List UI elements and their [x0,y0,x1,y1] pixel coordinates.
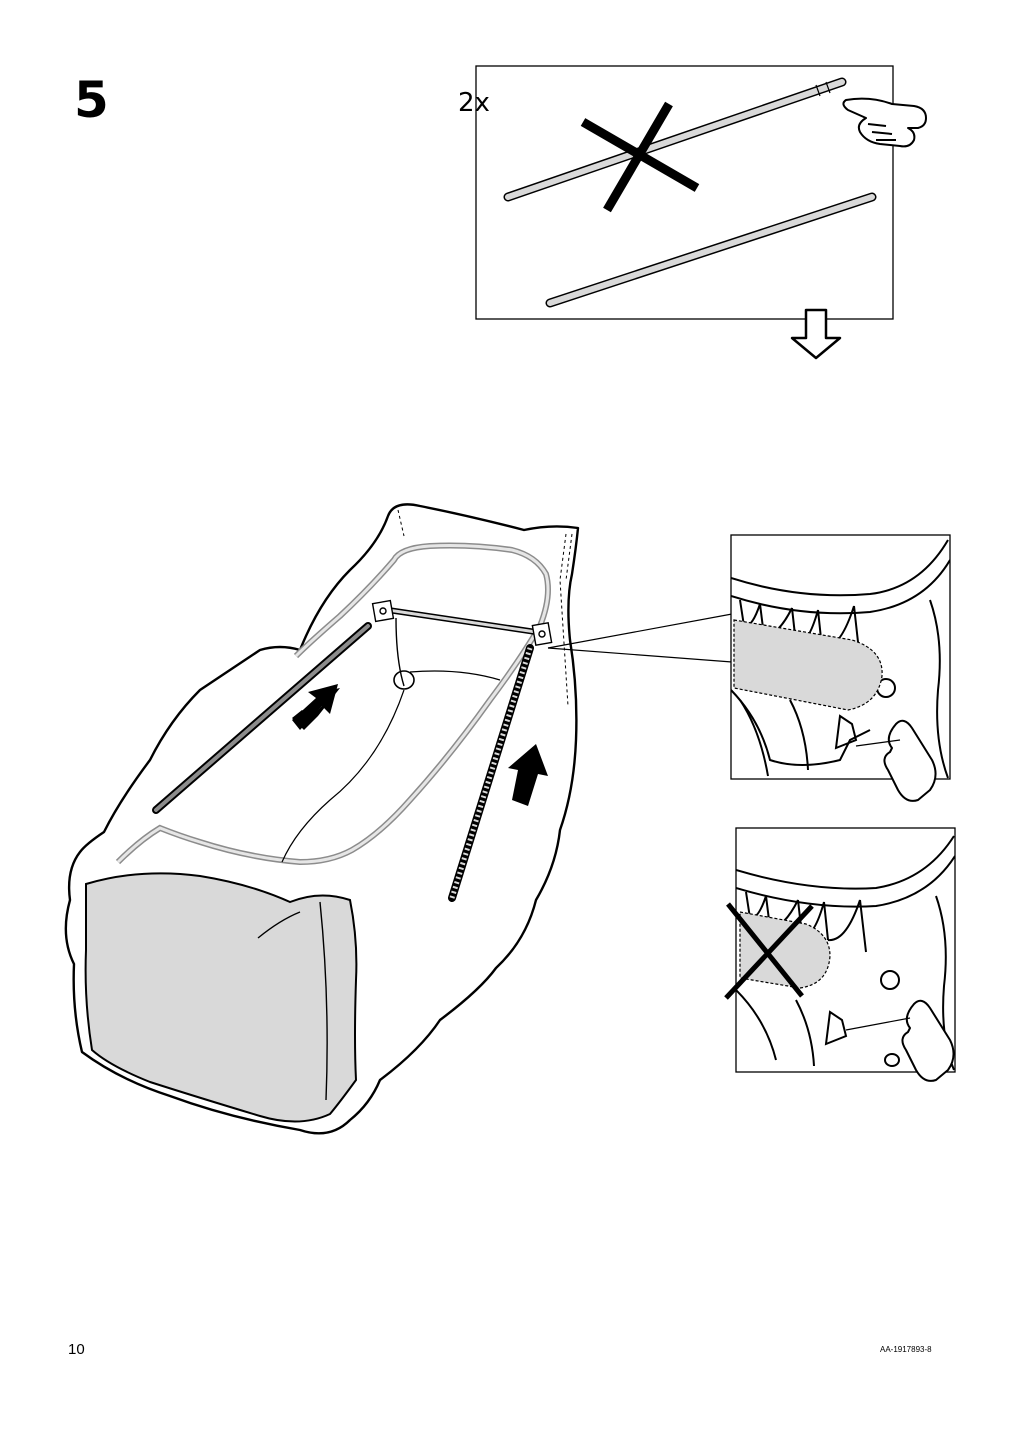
callout-lines [547,613,733,663]
pole-right [448,644,534,902]
page-number: 10 [68,1341,85,1358]
cross-bar [385,607,539,635]
jointed-pole [503,77,847,202]
pointing-hand-icon [845,999,955,1082]
bracket-left [371,599,395,623]
solid-up-arrow-icon [292,684,340,730]
step-number: 5 [74,71,109,129]
bracket-right [531,621,553,647]
quantity-label: 2x [458,88,490,118]
parts-box-frame [475,65,894,320]
pointing-hand-icon [842,97,927,148]
cushion-bag [64,503,580,1135]
pointing-hand-icon [855,719,937,802]
detail-incorrect [724,827,956,1082]
cross-mark-icon [580,101,700,213]
cross-mark-icon [724,902,814,1000]
pole-left [152,622,372,814]
outline-down-arrow-icon [790,308,842,360]
parts-box [475,65,927,360]
document-code: AA-1917893-8 [880,1345,932,1354]
detail-correct [730,534,951,802]
single-pole [545,192,877,308]
solid-up-arrow-icon-2 [508,744,548,806]
